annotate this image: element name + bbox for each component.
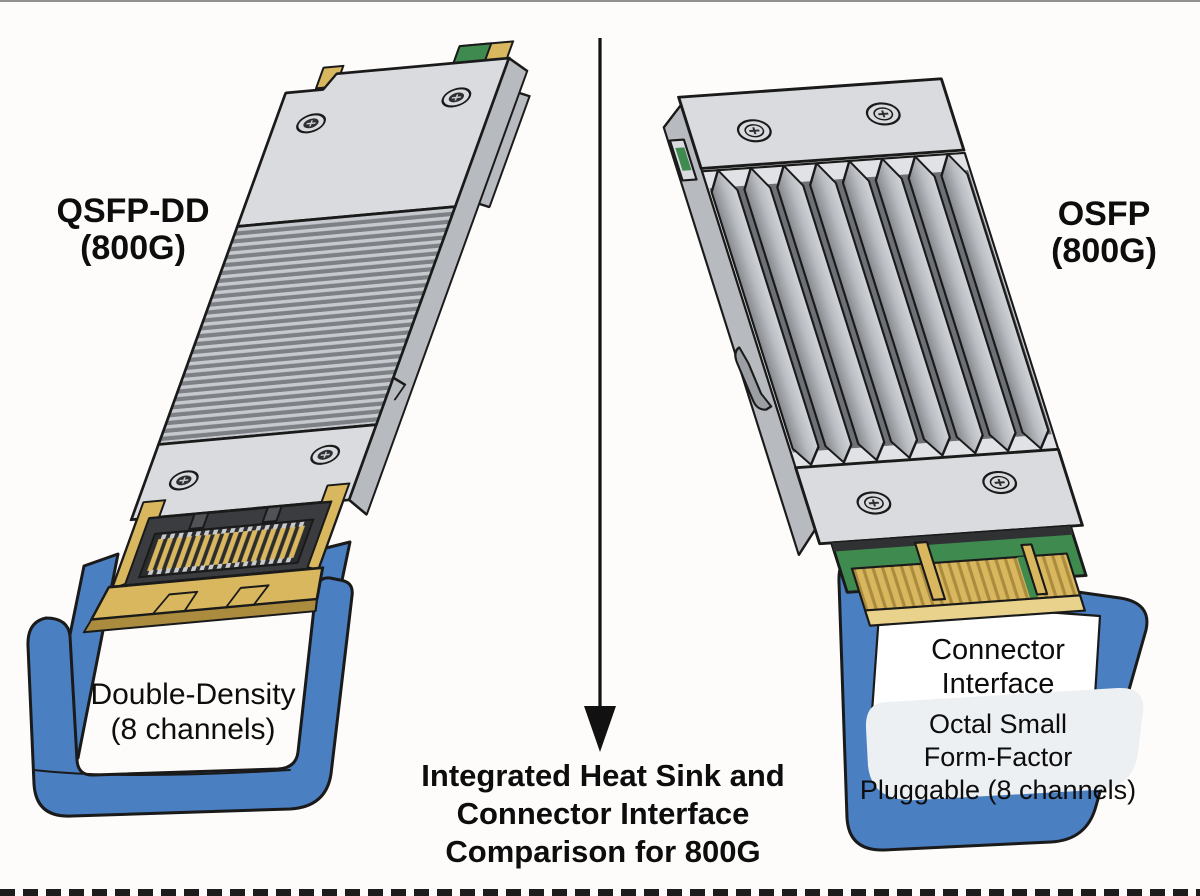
qsfp-contact-row xyxy=(160,521,305,540)
qsfp-cavity-latch xyxy=(188,511,210,531)
qsfp-tab-label-line1: Double-Density xyxy=(90,678,296,711)
qsfp-tab-label: Double-Density (8 channels) xyxy=(90,677,295,747)
osfp-title: OSFP (800G) xyxy=(1051,196,1157,270)
osfp-fin xyxy=(809,162,919,459)
osfp-heatsink-fins xyxy=(700,151,1061,471)
osfp-tab-label-line1: Octal Small xyxy=(928,709,1068,739)
osfp-fin xyxy=(907,155,1017,452)
qsfp-tab-loop xyxy=(26,576,354,818)
caption-line3: Comparison for 800G xyxy=(445,834,761,869)
qsfp-base-notch xyxy=(224,584,270,609)
osfp-tab-label-line2: Form-Factor xyxy=(923,742,1073,772)
osfp-pcb-shadow xyxy=(831,526,1074,552)
osfp-fin xyxy=(874,157,984,455)
osfp-fin xyxy=(710,169,820,466)
qsfp-contact-row xyxy=(147,557,292,576)
down-arrow xyxy=(584,38,616,752)
qsfp-tab-loop-edge xyxy=(33,769,291,776)
osfp-fin xyxy=(940,153,1050,450)
osfp-title-line1: OSFP xyxy=(1057,195,1151,233)
osfp-pill-label-bg xyxy=(865,687,1144,801)
osfp-title-line2: (800G) xyxy=(1051,232,1157,270)
qsfp-gold-bracket-right xyxy=(306,482,351,572)
osfp-gold-lip xyxy=(863,594,1087,627)
diagram-caption: Integrated Heat Sink and Connector Inter… xyxy=(421,757,784,871)
down-arrow-head xyxy=(584,706,616,752)
osfp-side-latch xyxy=(734,346,773,411)
osfp-tab-label-line3: Pluggable (8 channels) xyxy=(859,775,1137,805)
osfp-fin xyxy=(776,164,886,462)
qsfp-dd-module xyxy=(82,40,531,634)
osfp-connector xyxy=(830,524,1088,627)
osfp-tab-label: Octal Small Form-Factor Pluggable (8 cha… xyxy=(860,708,1136,807)
osfp-finger-gap xyxy=(1017,556,1039,601)
top-edge-line xyxy=(0,0,1200,2)
qsfp-cavity-latch xyxy=(261,504,283,524)
osfp-gold-post xyxy=(913,540,947,601)
osfp-connector-label: Connector Interface xyxy=(931,633,1065,701)
osfp-fin xyxy=(841,159,951,457)
osfp-connector-label-line1: Connector xyxy=(931,634,1065,666)
caption-line1: Integrated Heat Sink and xyxy=(421,758,785,793)
qsfp-side-latch xyxy=(392,376,407,401)
qsfp-base-notch xyxy=(151,590,199,616)
osfp-gold-post xyxy=(1020,543,1049,596)
osfp-pcb-edge xyxy=(668,138,698,182)
caption-line2: Connector Interface xyxy=(456,796,750,831)
osfp-connector-label-line2: Interface xyxy=(941,668,1055,700)
qsfp-title-line1: QSFP-DD xyxy=(56,192,210,230)
osfp-top-plate xyxy=(677,77,966,170)
osfp-pull-tab xyxy=(837,558,1149,852)
qsfp-gold-base-lip xyxy=(82,598,319,634)
osfp-module xyxy=(662,77,1084,556)
qsfp-tab-label-line2: (8 channels) xyxy=(110,713,276,746)
qsfp-title: QSFP-DD (800G) xyxy=(57,193,210,267)
bottom-edge-dashes xyxy=(0,889,1200,896)
qsfp-connector-pins xyxy=(145,525,308,572)
qsfp-title-line2: (800G) xyxy=(80,229,186,267)
osfp-fin xyxy=(743,166,853,464)
